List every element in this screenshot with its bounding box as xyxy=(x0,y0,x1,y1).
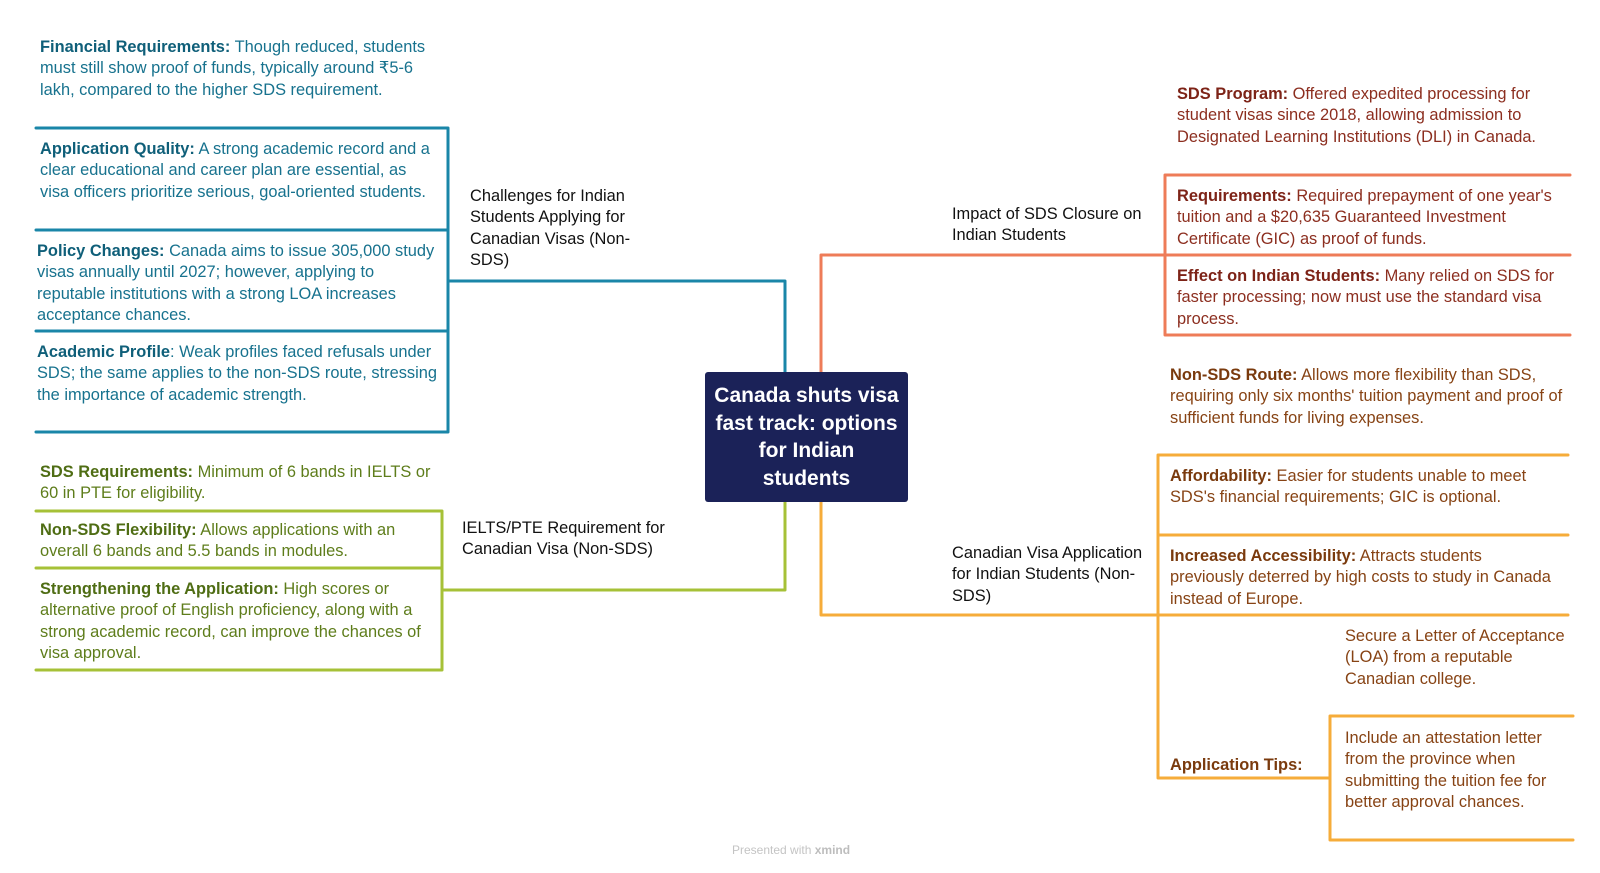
nonsds-route[interactable]: Non-SDS Route: Allows more flexibility t… xyxy=(1170,365,1565,429)
impact-requirements[interactable]: Requirements: Required prepayment of one… xyxy=(1177,186,1562,250)
tip-loa[interactable]: Secure a Letter of Acceptance (LOA) from… xyxy=(1345,627,1565,688)
ielts-sds-heading: SDS Requirements: xyxy=(40,463,194,481)
ielts-non-sds-flexibility[interactable]: Non-SDS Flexibility: Allows applications… xyxy=(40,520,432,563)
branch-nonsds[interactable]: Canadian Visa Application for Indian Stu… xyxy=(952,544,1143,605)
challenge-academic-heading: Academic Profile xyxy=(37,343,170,361)
connector-challenges xyxy=(446,279,787,374)
presented-with-footer: Presented with xmind xyxy=(732,843,850,857)
nonsds-affordability[interactable]: Affordability: Easier for students unabl… xyxy=(1170,466,1560,509)
challenge-application-quality[interactable]: Application Quality: A strong academic r… xyxy=(40,139,432,203)
root-topic[interactable]: Canada shuts visa fast track: options fo… xyxy=(705,372,908,502)
connector-impact xyxy=(819,253,1167,374)
challenge-financial[interactable]: Financial Requirements: Though reduced, … xyxy=(40,37,432,101)
impact-effect-text: Many relied on SDS for faster processing… xyxy=(1177,267,1555,328)
nonsds-accessibility[interactable]: Increased Accessibility: Attracts studen… xyxy=(1170,546,1560,610)
ielts-flex-text: Allows applications with an overall 6 ba… xyxy=(40,521,396,561)
challenge-academic-text: : Weak profiles faced refusals under SDS… xyxy=(37,343,437,404)
footer-prefix: Presented with xyxy=(732,843,815,857)
challenge-financial-text: Though reduced, students must still show… xyxy=(40,38,426,99)
connector-ielts xyxy=(440,500,787,592)
connector-ielts-items xyxy=(34,509,444,672)
challenge-policy-changes[interactable]: Policy Changes: Canada aims to issue 305… xyxy=(37,241,437,327)
ielts-strengthening[interactable]: Strengthening the Application: High scor… xyxy=(40,579,432,665)
branch-ielts[interactable]: IELTS/PTE Requirement for Canadian Visa … xyxy=(462,519,665,559)
ielts-sds-text: Minimum of 6 bands in IELTS or 60 in PTE… xyxy=(40,463,431,503)
impact-sds-text: Offered expedited processing for student… xyxy=(1177,85,1536,146)
challenge-academic-profile[interactable]: Academic Profile: Weak profiles faced re… xyxy=(37,342,437,406)
tip-attestation[interactable]: Include an attestation letter from the p… xyxy=(1345,729,1547,812)
nonsds-route-heading: Non-SDS Route: xyxy=(1170,366,1298,384)
nonsds-access-text: Attracts students previously deterred by… xyxy=(1170,547,1551,608)
ielts-sds-requirements[interactable]: SDS Requirements: Minimum of 6 bands in … xyxy=(40,462,432,505)
challenge-policy-text: Canada aims to issue 305,000 study visas… xyxy=(37,242,435,325)
nonsds-afford-heading: Affordability: xyxy=(1170,467,1272,485)
challenge-policy-heading: Policy Changes: xyxy=(37,242,165,260)
impact-effect[interactable]: Effect on Indian Students: Many relied o… xyxy=(1177,266,1562,330)
nonsds-access-heading: Increased Accessibility: xyxy=(1170,547,1357,565)
nonsds-application-tips[interactable]: Application Tips: xyxy=(1170,755,1330,776)
challenge-quality-heading: Application Quality: xyxy=(40,140,195,158)
connector-nonsds-items xyxy=(1156,453,1570,780)
impact-sds-heading: SDS Program: xyxy=(1177,85,1289,103)
connector-nonsds xyxy=(819,500,1160,617)
connector-impact-items xyxy=(1163,173,1572,337)
challenge-financial-heading: Financial Requirements: xyxy=(40,38,231,56)
nonsds-afford-text: Easier for students unable to meet SDS's… xyxy=(1170,467,1527,507)
nonsds-route-text: Allows more flexibility than SDS, requir… xyxy=(1170,366,1563,427)
branch-impact[interactable]: Impact of SDS Closure on Indian Students xyxy=(952,205,1142,245)
impact-req-heading: Requirements: xyxy=(1177,187,1292,205)
ielts-flex-heading: Non-SDS Flexibility: xyxy=(40,521,197,539)
tips-heading: Application Tips: xyxy=(1170,756,1303,774)
impact-sds-program[interactable]: SDS Program: Offered expedited processin… xyxy=(1177,84,1562,148)
challenge-quality-text: A strong academic record and a clear edu… xyxy=(40,140,430,201)
branch-challenges[interactable]: Challenges for Indian Students Applying … xyxy=(470,187,631,270)
ielts-strength-text: High scores or alternative proof of Engl… xyxy=(40,580,421,663)
connector-challenges-items xyxy=(34,126,450,434)
connector-tips-items xyxy=(1328,714,1575,842)
ielts-strength-heading: Strengthening the Application: xyxy=(40,580,279,598)
impact-req-text: Required prepayment of one year's tuitio… xyxy=(1177,187,1552,248)
impact-effect-heading: Effect on Indian Students: xyxy=(1177,267,1381,285)
footer-brand: xmind xyxy=(814,843,851,857)
